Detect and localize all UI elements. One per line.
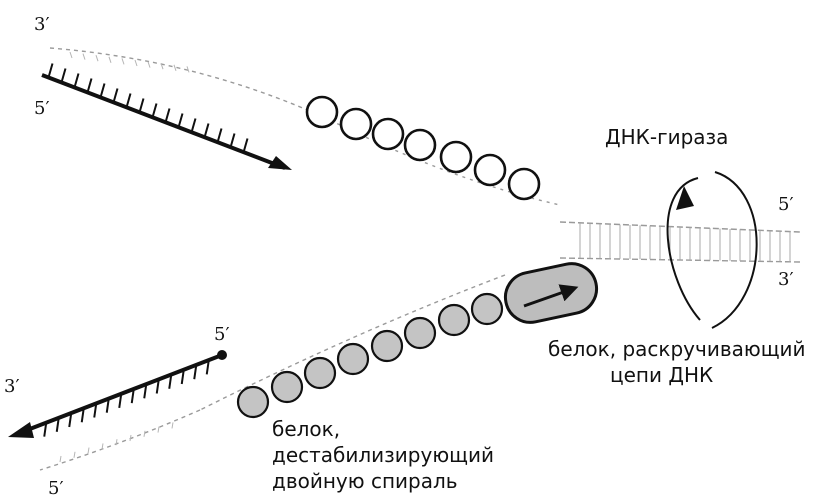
faint-tick <box>134 59 138 67</box>
ssb-protein-filled <box>270 370 304 404</box>
base-tick <box>118 393 123 409</box>
label-bottom-left-5: 5′ <box>48 478 64 495</box>
lower-strand-ticks <box>43 360 210 437</box>
base-tick <box>125 93 132 108</box>
label-top-left-3: 3′ <box>34 14 50 35</box>
base-tick <box>205 360 210 375</box>
faint-tick <box>143 430 146 437</box>
faint-tick <box>108 56 112 63</box>
ssb-protein-open <box>305 95 339 129</box>
base-tick <box>216 128 223 143</box>
lower-new-strand <box>8 350 227 438</box>
base-tick <box>68 412 73 428</box>
faint-tick <box>121 58 125 65</box>
label-right-5: 5′ <box>778 194 794 215</box>
base-tick <box>47 63 54 78</box>
base-tick <box>164 108 171 123</box>
ssb-protein-filled <box>370 329 404 363</box>
lower-ssb-proteins <box>236 292 504 419</box>
ssb-protein-filled <box>437 303 471 337</box>
helicase <box>503 262 599 324</box>
base-tick <box>168 374 173 389</box>
ssb-protein-open <box>439 140 473 174</box>
faint-tick <box>87 447 90 454</box>
label-bottom-left-3: 3′ <box>4 376 20 397</box>
label-ssb-line3: двойную спираль <box>272 469 458 493</box>
parental-duplex <box>559 221 801 263</box>
faint-tick <box>147 61 151 68</box>
upper-ssb-proteins <box>305 95 541 201</box>
base-tick <box>130 388 135 404</box>
base-tick <box>193 365 198 380</box>
faint-tick <box>129 434 132 442</box>
base-tick <box>242 138 249 153</box>
label-helicase-line1: белок, раскручивающий <box>548 337 806 361</box>
ssb-protein-filled <box>303 356 337 390</box>
faint-tick <box>59 455 62 463</box>
base-tick <box>155 379 160 394</box>
base-tick <box>105 398 110 413</box>
base-tick <box>60 68 67 83</box>
base-tick <box>151 103 158 118</box>
faint-tick <box>160 63 164 70</box>
label-top-left-5: 5′ <box>34 98 50 119</box>
base-tick <box>73 73 80 88</box>
primer-end-dot <box>217 350 227 360</box>
faint-tick <box>95 55 99 62</box>
base-tick <box>190 118 197 133</box>
label-dna-gyrase: ДНК-гираза <box>605 125 728 149</box>
ssb-protein-filled <box>470 292 504 326</box>
ssb-protein-open <box>339 107 373 141</box>
label-ssb-line2: дестабилизирующий <box>272 443 494 467</box>
base-tick <box>93 403 98 418</box>
faint-tick <box>157 426 160 433</box>
ssb-protein-open <box>473 153 507 187</box>
label-right-3: 3′ <box>778 269 794 290</box>
label-helicase-line2: цепи ДНК <box>610 363 713 387</box>
ssb-protein-open <box>403 128 437 162</box>
label-ssb-line1: белок, <box>272 417 340 441</box>
base-tick <box>138 98 145 113</box>
base-tick <box>143 384 148 399</box>
ssb-protein-open <box>507 167 541 201</box>
ssb-protein-filled <box>236 385 270 419</box>
faint-tick <box>73 451 76 458</box>
base-tick <box>229 133 236 148</box>
faint-tick <box>186 66 190 73</box>
ssb-protein-filled <box>403 316 437 350</box>
ssb-protein-filled <box>336 342 370 376</box>
dna-gyrase-rotation-arrow <box>666 171 758 329</box>
lower-template-strand <box>39 274 506 471</box>
upper-new-strand <box>41 63 292 170</box>
faint-tick <box>173 64 177 71</box>
base-tick <box>86 78 93 93</box>
base-tick <box>203 123 210 138</box>
label-bottom-5: 5′ <box>214 324 230 345</box>
faint-tick <box>82 53 86 60</box>
base-tick <box>180 369 185 385</box>
base-tick <box>99 83 106 98</box>
base-tick <box>177 113 184 128</box>
base-tick <box>80 408 85 423</box>
faint-tick <box>101 443 104 450</box>
base-tick <box>55 417 60 432</box>
ssb-protein-open <box>371 117 405 151</box>
base-tick <box>112 88 119 103</box>
base-tick <box>43 422 48 437</box>
faint-tick <box>115 439 118 446</box>
faint-tick <box>69 51 73 59</box>
faint-tick <box>171 422 174 429</box>
upper-strand-ticks <box>47 63 249 153</box>
